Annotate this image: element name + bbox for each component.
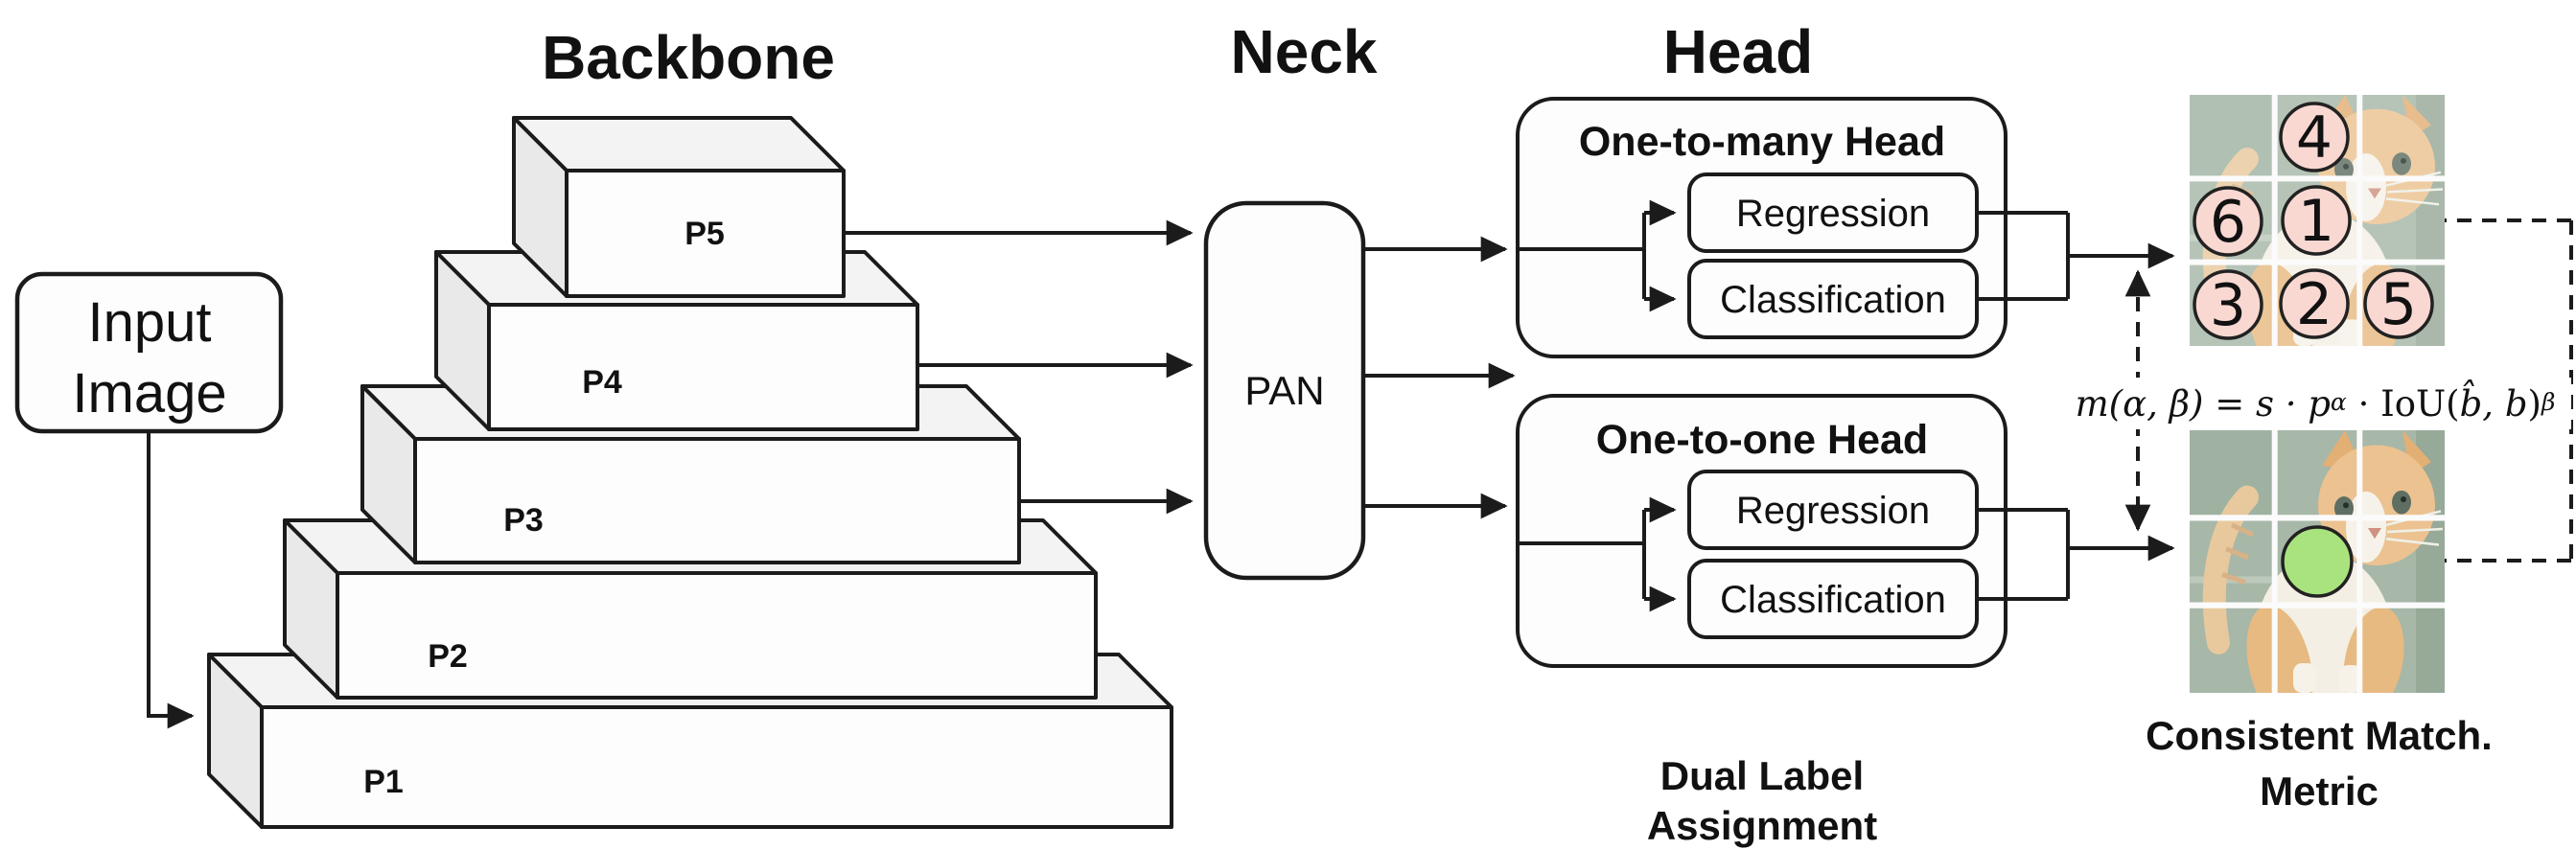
dual-label-caption-line1: Dual Label <box>1660 753 1864 798</box>
anchor-circle-4 <box>2279 102 2350 172</box>
cat-image-bottom <box>2190 430 2445 693</box>
anchor-circle-1-label: 1 <box>2298 188 2334 255</box>
anchor-circle-1 <box>2281 185 2352 256</box>
p1-label: P1 <box>363 764 404 800</box>
grid-lines-top <box>2190 95 2445 346</box>
anchor-circle-6-label: 6 <box>2210 189 2246 256</box>
grid-lines-bottom <box>2190 430 2445 693</box>
input-image-line2: Image <box>72 362 226 425</box>
head-title: Head <box>1663 17 1814 86</box>
pan-to-head-arrows <box>1363 236 1516 519</box>
formula-exponent-alpha: α <box>2330 387 2347 416</box>
anchor-circle-4-label: 4 <box>2296 104 2332 172</box>
anchor-circle-3 <box>2193 269 2263 340</box>
assignment-grid-bottom <box>2190 430 2445 693</box>
anchor-circle-2 <box>2279 268 2350 339</box>
p2-front-face <box>336 571 1098 700</box>
one-to-many-regression-label: Regression <box>1736 193 1930 235</box>
pan-label: PAN <box>1244 368 1324 413</box>
consistent-match-caption-line1: Consistent Match. <box>2146 713 2493 758</box>
assignment-grid-top: 4 6 1 3 2 5 <box>2190 95 2445 346</box>
p4-front-face <box>487 303 919 431</box>
p3-label: P3 <box>503 502 544 539</box>
formula-close-paren: ) <box>2527 382 2541 425</box>
one-to-one-head: One-to-one Head Regression Classificatio… <box>1516 394 2007 668</box>
neck-title: Neck <box>1231 17 1378 86</box>
one-to-many-head: One-to-many Head Regression Classificati… <box>1516 97 2007 358</box>
formula-exponent-beta: β <box>2541 387 2556 416</box>
backbone-to-pan-arrows <box>844 219 1194 515</box>
anchor-circle-6 <box>2193 186 2263 257</box>
dual-label-caption-line2: Assignment <box>1647 803 1877 848</box>
consistent-match-caption-line2: Metric <box>2260 769 2379 814</box>
backbone-pyramid: P1 P2 P3 P4 P5 <box>207 116 1173 829</box>
one-to-one-classification-label: Classification <box>1720 579 1946 621</box>
anchor-circle-2-label: 2 <box>2296 271 2332 338</box>
one-to-one-title: One-to-one Head <box>1596 417 1928 463</box>
p5-front-face <box>565 169 846 298</box>
pan-node: PAN <box>1203 200 1366 581</box>
one-to-one-output-bracket <box>1977 508 2070 601</box>
one-to-many-title: One-to-many Head <box>1579 119 1945 165</box>
p4-label: P4 <box>582 364 622 401</box>
pan-box <box>1203 200 1366 581</box>
p1-front-face <box>260 705 1173 829</box>
input-image-node: Input Image <box>14 271 284 729</box>
anchor-circle-3-label: 3 <box>2210 272 2246 339</box>
anchor-circles: 4 6 1 3 2 5 <box>2193 102 2434 340</box>
input-image-line1: Input <box>88 291 212 354</box>
backbone-title: Backbone <box>542 23 835 92</box>
p5-label: P5 <box>685 216 725 252</box>
formula-iou: · IoU( <box>2346 382 2460 425</box>
p3-front-face <box>413 437 1021 564</box>
anchor-circle-5 <box>2363 268 2434 339</box>
formula-lhs: m(α, β) = s · p <box>2075 382 2331 425</box>
arrow-input-to-p1 <box>147 431 195 729</box>
green-match-circle <box>2281 525 2354 598</box>
formula-boxes: b̂, b <box>2459 382 2528 425</box>
p5-top-face <box>512 116 846 172</box>
feature-level-p5: P5 <box>512 116 846 298</box>
one-to-many-classification-label: Classification <box>1720 279 1946 321</box>
one-to-one-regression-label: Regression <box>1736 490 1930 532</box>
anchor-circle-5-label: 5 <box>2380 271 2417 338</box>
p2-label: P2 <box>428 638 468 675</box>
head-output-connectors <box>1977 211 2175 601</box>
